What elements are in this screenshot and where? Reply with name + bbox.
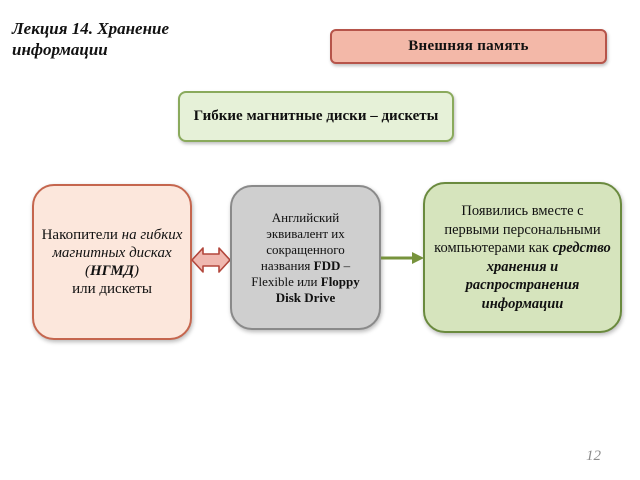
drives-text-abbrev: НГМД	[90, 263, 134, 279]
external-memory-label: Внешняя память	[408, 38, 529, 54]
right-arrow-icon	[381, 252, 424, 264]
drives-text-part2: на гибких магнитных дисках (	[52, 227, 183, 279]
appearance-text-part1: Появились вместе с первыми персональными…	[434, 203, 601, 256]
english-text-fdd: FDD	[313, 257, 341, 273]
floppy-disks-label: Гибкие магнитные диски – дискеты	[193, 108, 439, 124]
lecture-title: Лекция 14. Хранение информации	[12, 19, 170, 59]
double-arrow-icon	[191, 247, 231, 273]
right-arrow-head	[412, 252, 424, 264]
floppy-disks-subtopic: Гибкие магнитные диски – дискеты	[178, 91, 454, 142]
appearance-text-part2: средство хранения и распространения инфо…	[465, 240, 611, 312]
drives-node-text: Накопители на гибких магнитных дисках (Н…	[40, 226, 184, 298]
english-text-floppy: Floppy Disk Drive	[275, 273, 360, 305]
drives-node: Накопители на гибких магнитных дисках (Н…	[32, 184, 192, 340]
appearance-node: Появились вместе с первыми персональными…	[423, 182, 622, 333]
drives-text-part1: Накопители	[41, 227, 122, 243]
external-memory-header: Внешняя память	[330, 29, 607, 64]
english-text-part3: – Flexible или	[251, 257, 351, 289]
drives-text-part4: )	[133, 263, 139, 279]
english-text-part1: Английский эквивалент их сокращенного на…	[260, 209, 345, 273]
english-equivalent-text: Английский эквивалент их сокращенного на…	[240, 210, 371, 306]
page-number: 12	[586, 448, 601, 464]
appearance-node-text: Появились вместе с первыми персональными…	[433, 202, 612, 313]
double-arrow-shape	[191, 247, 231, 273]
drives-text-part5: или дискеты	[72, 281, 152, 297]
english-equivalent-node: Английский эквивалент их сокращенного на…	[230, 185, 381, 330]
